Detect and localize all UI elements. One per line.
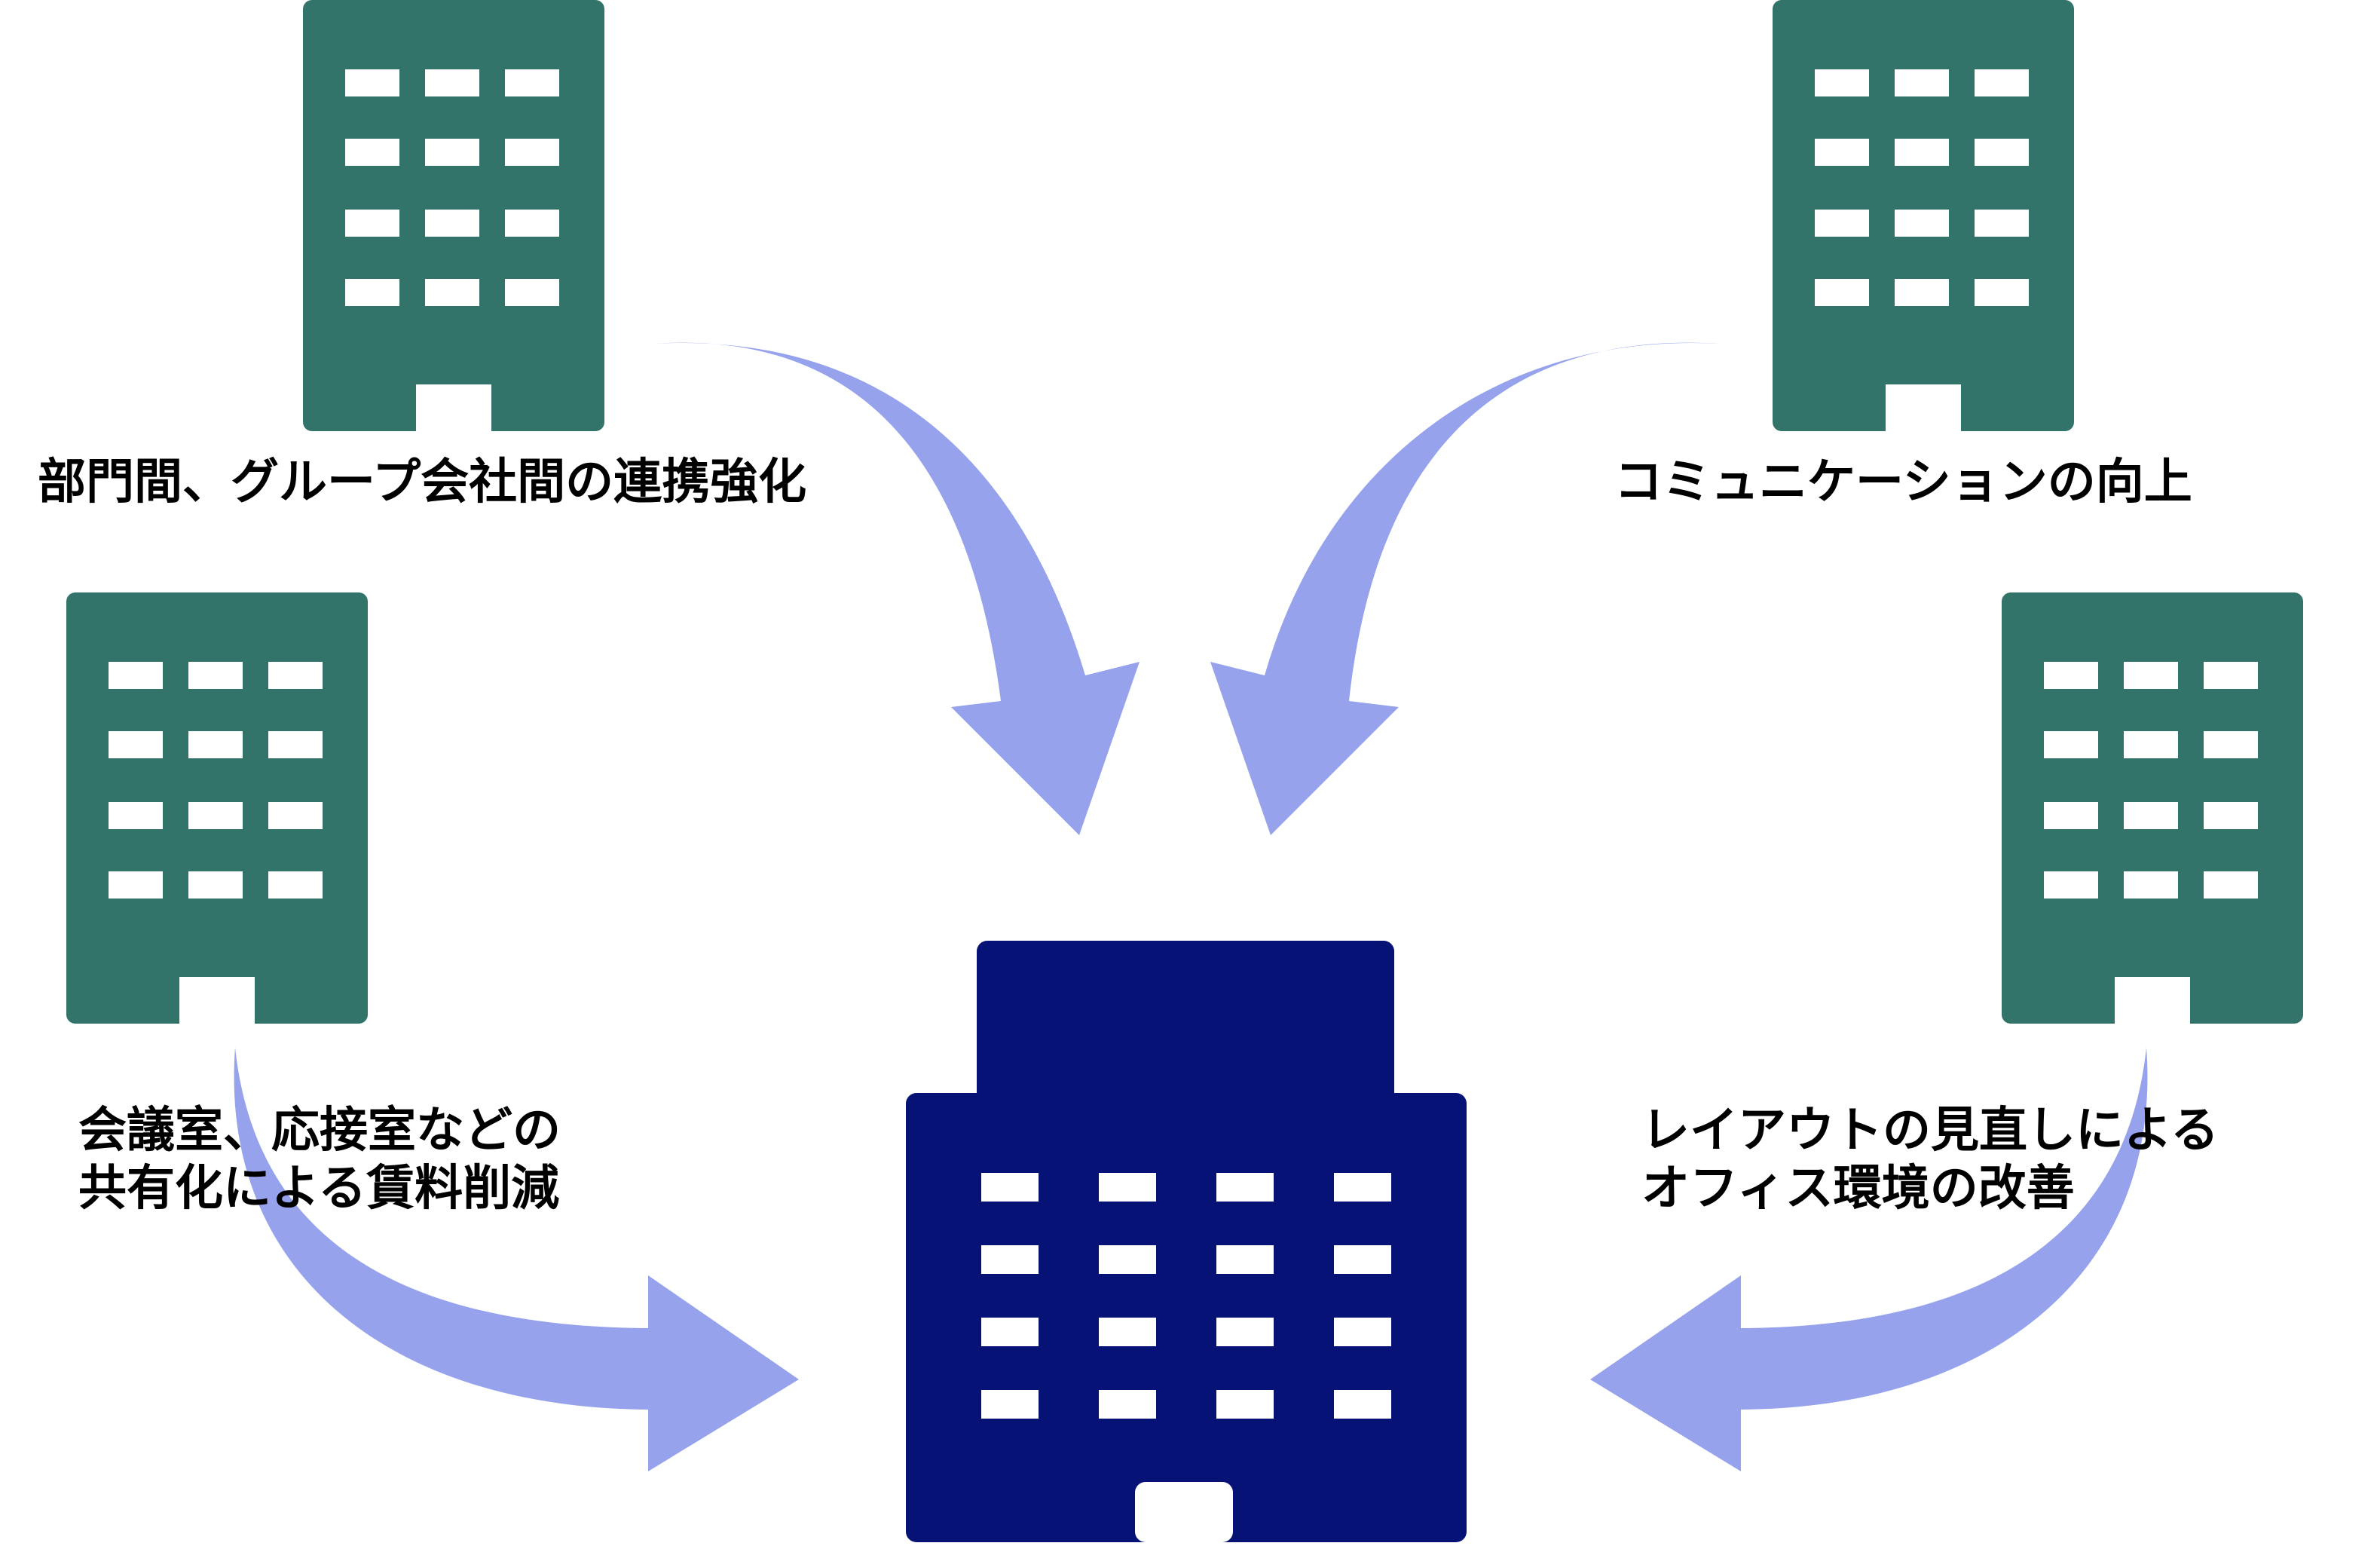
- building-window: [425, 279, 479, 306]
- target-building-window: [1216, 1318, 1274, 1346]
- building-window: [505, 279, 559, 306]
- arrow-top-right: [1210, 342, 1720, 836]
- building-window: [1815, 69, 1869, 96]
- building-window: [1895, 69, 1949, 96]
- building-window: [1815, 279, 1869, 306]
- target-building-window: [1216, 1245, 1274, 1274]
- building-window: [1895, 210, 1949, 237]
- building-door: [416, 384, 491, 434]
- building-window: [505, 139, 559, 166]
- building-window: [109, 871, 163, 899]
- target-building-window: [1334, 1390, 1391, 1419]
- building-window: [2204, 871, 2258, 899]
- arrows: [234, 342, 2148, 1471]
- building-window: [1895, 279, 1949, 306]
- building-door: [2115, 977, 2190, 1027]
- building-window: [1975, 139, 2029, 166]
- arrow-bottom-right: [1590, 1048, 2148, 1471]
- source-building-bottom-right: [2002, 592, 2303, 1027]
- label-top-right: コミュニケーションの向上: [1614, 454, 2192, 512]
- label-bottom-left-line1: 会議室、応接室などの: [78, 1103, 561, 1159]
- target-building-body: [906, 1093, 1467, 1542]
- building-window: [505, 69, 559, 96]
- label-top-right-text: コミュニケーションの向上: [1614, 455, 2192, 510]
- target-building-window: [981, 1245, 1039, 1274]
- label-bottom-right-line1: レイアウトの見直しによる: [1641, 1103, 2219, 1159]
- building-window: [425, 69, 479, 96]
- building-window: [2204, 731, 2258, 758]
- building-window: [2044, 871, 2098, 899]
- building-window: [2204, 662, 2258, 689]
- building-window: [2044, 662, 2098, 689]
- target-building-window: [1216, 1390, 1274, 1419]
- target-building-window: [981, 1318, 1039, 1346]
- building-window: [1815, 139, 1869, 166]
- target-building-window: [981, 1173, 1039, 1202]
- building-window: [268, 802, 323, 829]
- building-window: [188, 802, 243, 829]
- building-window: [505, 210, 559, 237]
- source-building-top-left: [303, 0, 604, 434]
- building-door: [1886, 384, 1961, 434]
- building-window: [345, 139, 399, 166]
- target-building-window: [1216, 1173, 1274, 1202]
- building-window: [188, 871, 243, 899]
- building-window: [2044, 802, 2098, 829]
- building-window: [2124, 662, 2178, 689]
- target-building-window: [1099, 1318, 1156, 1346]
- building-window: [425, 139, 479, 166]
- building-window: [268, 871, 323, 899]
- building-window: [1975, 69, 2029, 96]
- arrow-top-left: [653, 342, 1140, 836]
- building-window: [109, 662, 163, 689]
- building-window: [109, 802, 163, 829]
- building-window: [2124, 802, 2178, 829]
- arrow-bottom-left: [234, 1048, 799, 1471]
- source-building-bottom-left: [66, 592, 368, 1027]
- building-door: [179, 977, 255, 1027]
- target-building-door: [1135, 1482, 1233, 1542]
- building-window: [345, 69, 399, 96]
- label-bottom-right: レイアウトの見直しによる オフィス環境の改善: [1641, 1102, 2219, 1218]
- building-window: [425, 210, 479, 237]
- source-building-top-right: [1773, 0, 2074, 434]
- building-window: [345, 279, 399, 306]
- building-window: [1895, 139, 1949, 166]
- building-window: [2124, 871, 2178, 899]
- building-window: [2044, 731, 2098, 758]
- building-window: [2204, 802, 2258, 829]
- building-window: [345, 210, 399, 237]
- label-bottom-left: 会議室、応接室などの 共有化による賃料削減: [78, 1102, 561, 1218]
- label-top-left: 部門間、グループ会社間の連携強化: [38, 454, 806, 512]
- building-window: [1975, 279, 2029, 306]
- building-window: [268, 731, 323, 758]
- target-building-window: [1334, 1173, 1391, 1202]
- building-window: [188, 662, 243, 689]
- target-building-window: [1099, 1245, 1156, 1274]
- building-window: [1815, 210, 1869, 237]
- target-building-window: [1334, 1245, 1391, 1274]
- label-bottom-right-line2: オフィス環境の改善: [1641, 1160, 2075, 1217]
- target-building-window: [981, 1390, 1039, 1419]
- target-building-window: [1099, 1390, 1156, 1419]
- building-window: [109, 731, 163, 758]
- building-window: [268, 662, 323, 689]
- building-window: [188, 731, 243, 758]
- target-building-window: [1099, 1173, 1156, 1202]
- label-bottom-left-line2: 共有化による賃料削減: [78, 1160, 560, 1217]
- building-window: [2124, 731, 2178, 758]
- target-building-window: [1334, 1318, 1391, 1346]
- target-building: [906, 941, 1467, 1542]
- building-window: [1975, 210, 2029, 237]
- label-top-left-text: 部門間、グループ会社間の連携強化: [38, 455, 807, 510]
- target-building-top: [977, 941, 1394, 1107]
